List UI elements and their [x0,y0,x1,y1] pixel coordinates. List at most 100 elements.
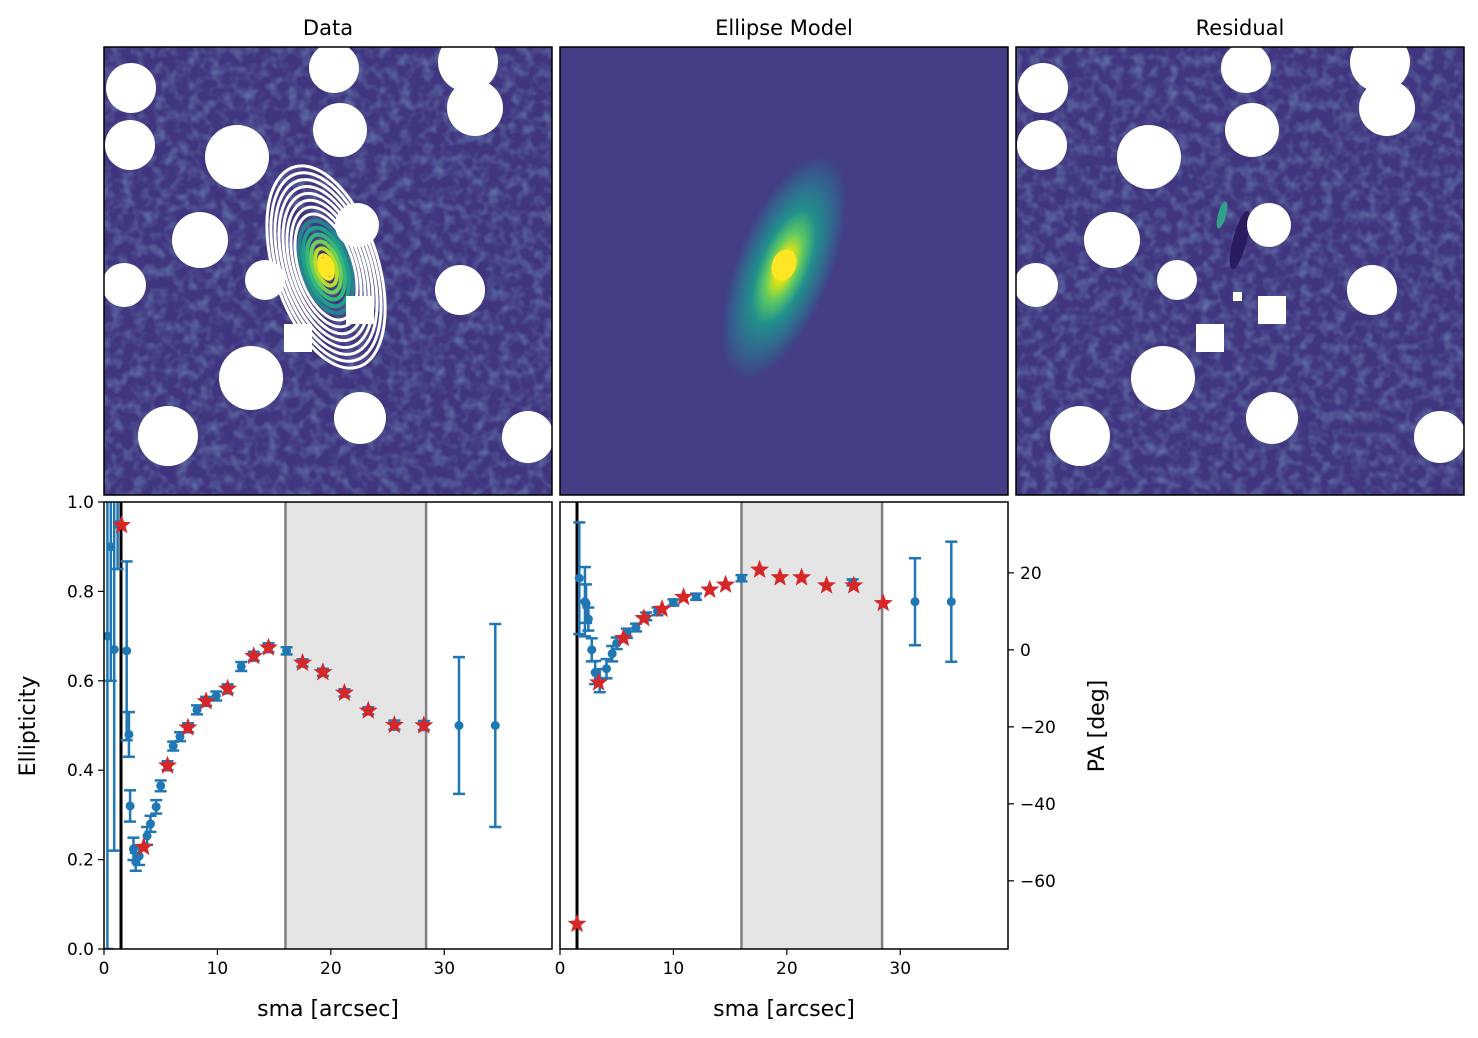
contour-ellipse [309,239,343,295]
mask-circle [1247,203,1291,247]
plot-area [567,502,958,949]
reference-star [313,662,333,681]
mask-circle [502,411,552,463]
data-point [668,597,678,607]
reference-star [873,593,893,612]
data-point [236,661,246,671]
data-point [122,646,132,656]
plot-area [104,502,502,949]
mask-circle [335,203,379,247]
reference-star [218,678,238,697]
y-tick-label: 0.6 [67,672,94,692]
mask-square [1196,324,1224,352]
data-point [168,741,178,751]
contour-ellipse [313,246,339,288]
isophote-contours [265,164,387,370]
mask-circle [1221,47,1271,93]
source-masks [1016,47,1464,466]
mask-circle [1017,120,1067,170]
x-tick-label: 20 [320,959,342,979]
mask-circle [1225,103,1279,157]
mask-circle [313,103,367,157]
reference-star [589,672,609,691]
pa-x-label: sma [arcsec] [713,997,855,1022]
contour-ellipse [293,212,359,322]
data-point [587,645,597,655]
reference-star [750,559,770,578]
mask-circle [435,265,485,315]
mask-circle [105,120,155,170]
reference-star [112,515,132,534]
y-tick-label: 20 [1020,564,1042,584]
mask-circle [1050,406,1110,466]
reference-star [293,652,312,671]
reference-star [414,715,434,734]
residual-panel-title: Residual [1196,16,1285,40]
model-panel-title: Ellipse Model [715,16,853,40]
data-point [631,623,641,633]
mask-circle [172,212,228,268]
data-point [156,781,166,791]
mask-circle [1084,212,1140,268]
data-point [607,649,617,659]
mask-circle [334,392,386,444]
reference-star [334,682,354,701]
mask-circle [1246,392,1298,444]
data-point [142,831,152,841]
data-point [151,802,161,812]
mask-circle [1347,265,1397,315]
plot-frame [103,501,553,950]
data-point [602,664,612,674]
reference-star [196,691,216,710]
reference-star [358,700,378,719]
reference-star [567,914,587,933]
reference-star [770,567,790,586]
reference-star [652,599,672,618]
reference-star [384,715,404,734]
contour-ellipse [277,184,375,350]
y-tick-label: 0.2 [67,851,94,871]
contour-ellipse [301,225,351,309]
mask-circle [1117,125,1181,189]
x-tick-label: 0 [555,959,566,979]
contour-ellipse [297,218,355,316]
mask-circle [1359,80,1415,136]
reference-star [792,567,812,586]
data-point [175,732,185,742]
mask-circle [1016,263,1058,307]
data-point [910,597,920,607]
x-tick-label: 10 [207,959,229,979]
x-tick-label: 20 [776,959,798,979]
data-panel-title: Data [303,16,353,40]
data-point [125,801,135,811]
mask-square [1258,296,1286,324]
y-tick-label: 0.0 [67,940,94,960]
mask-circle [1414,411,1464,463]
mask-circle [205,125,269,189]
data-point [946,597,956,607]
data-point [454,721,464,730]
x-tick-label: 30 [433,959,455,979]
contour-ellipse [285,198,367,336]
mask-circle [309,47,359,93]
mask-square [346,296,374,324]
mask-circle [1157,260,1197,300]
mask-square [284,324,312,352]
contour-ellipse [281,191,371,343]
reference-star [674,587,694,606]
plot-frame [559,501,1009,950]
data-point [146,819,156,829]
data-point [574,573,584,583]
mask-circle [1131,346,1195,410]
mask-circle [104,263,146,307]
data-point [490,721,500,730]
reference-star [700,579,720,598]
data-point [192,705,202,715]
mask-circle [1350,47,1410,92]
data-point [736,573,746,583]
data-point [134,851,144,861]
y-tick-label: 0.4 [67,761,94,781]
